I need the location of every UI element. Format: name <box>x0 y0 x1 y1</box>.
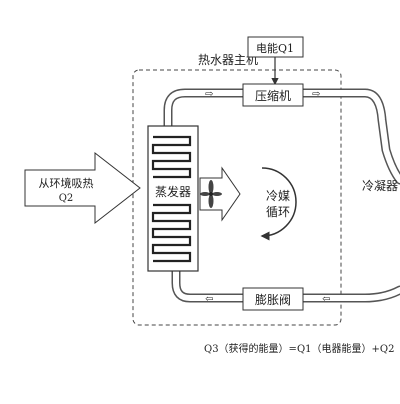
ambient-heat-line1: 从环境吸热 <box>39 176 94 190</box>
evaporator-label-bg <box>150 182 196 200</box>
main-unit-boundary <box>132 69 342 326</box>
ambient-heat-arrow <box>24 151 141 225</box>
evaporator-label: 蒸发器 <box>155 184 191 199</box>
energy-formula: Q3（获得的能量）=Q1（电器能量）+Q2（环 <box>204 342 400 355</box>
flow-arrow-top-left: ⇨ <box>205 89 213 100</box>
evaporator-coil <box>151 135 192 263</box>
compressor-label: 压缩机 <box>255 88 291 103</box>
flow-arrow-top-right: ⇨ <box>312 89 320 100</box>
ambient-heat-line2: Q2 <box>59 193 74 204</box>
flow-arrow-bottom-right: ⇦ <box>322 294 330 305</box>
fan-icon <box>200 180 222 208</box>
expansion-valve-label: 膨胀阀 <box>255 293 291 307</box>
compressor-box <box>242 83 304 107</box>
cycle-arrow-icon <box>260 167 297 241</box>
refrigerant-cycle-line2: 循环 <box>266 205 290 219</box>
flow-arrow-bottom-left: ⇦ <box>205 294 213 305</box>
electric-energy-label: 电能Q1 <box>256 41 294 55</box>
main-unit-title: 热水器主机 <box>198 53 258 67</box>
refrigerant-cycle-line1: 冷媒 <box>266 189 290 203</box>
condenser-label: 冷凝器 <box>362 178 398 193</box>
expansion-valve-box <box>242 287 304 311</box>
